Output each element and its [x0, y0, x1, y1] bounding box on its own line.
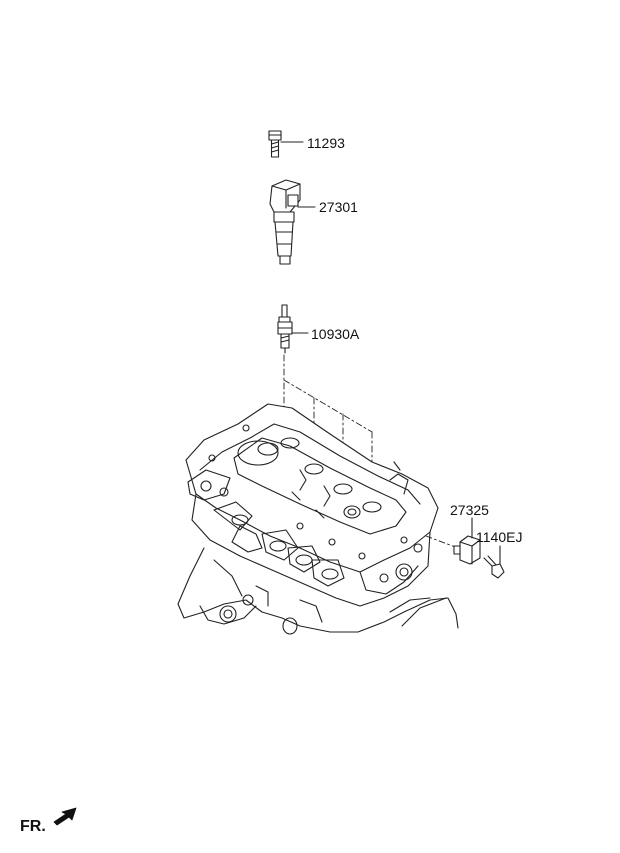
- part-label-coil: 27301: [319, 199, 358, 215]
- alignment-lines: [425, 535, 459, 549]
- engine-head-icon: [177, 403, 459, 635]
- part-label-sensor: 27325: [450, 502, 489, 518]
- part-label-plug: 10930A: [311, 326, 360, 342]
- part-label-screw: 1140EJ: [476, 529, 523, 545]
- bolt-icon: [268, 130, 282, 158]
- front-arrow-icon: [53, 807, 77, 826]
- ignition-coil-icon: [269, 179, 301, 265]
- spark-plug-icon: [277, 304, 293, 354]
- screw-icon: [483, 555, 505, 579]
- part-label-bolt: 11293: [307, 135, 345, 151]
- sensor-icon: [453, 535, 481, 565]
- front-indicator-label: FR.: [20, 818, 46, 835]
